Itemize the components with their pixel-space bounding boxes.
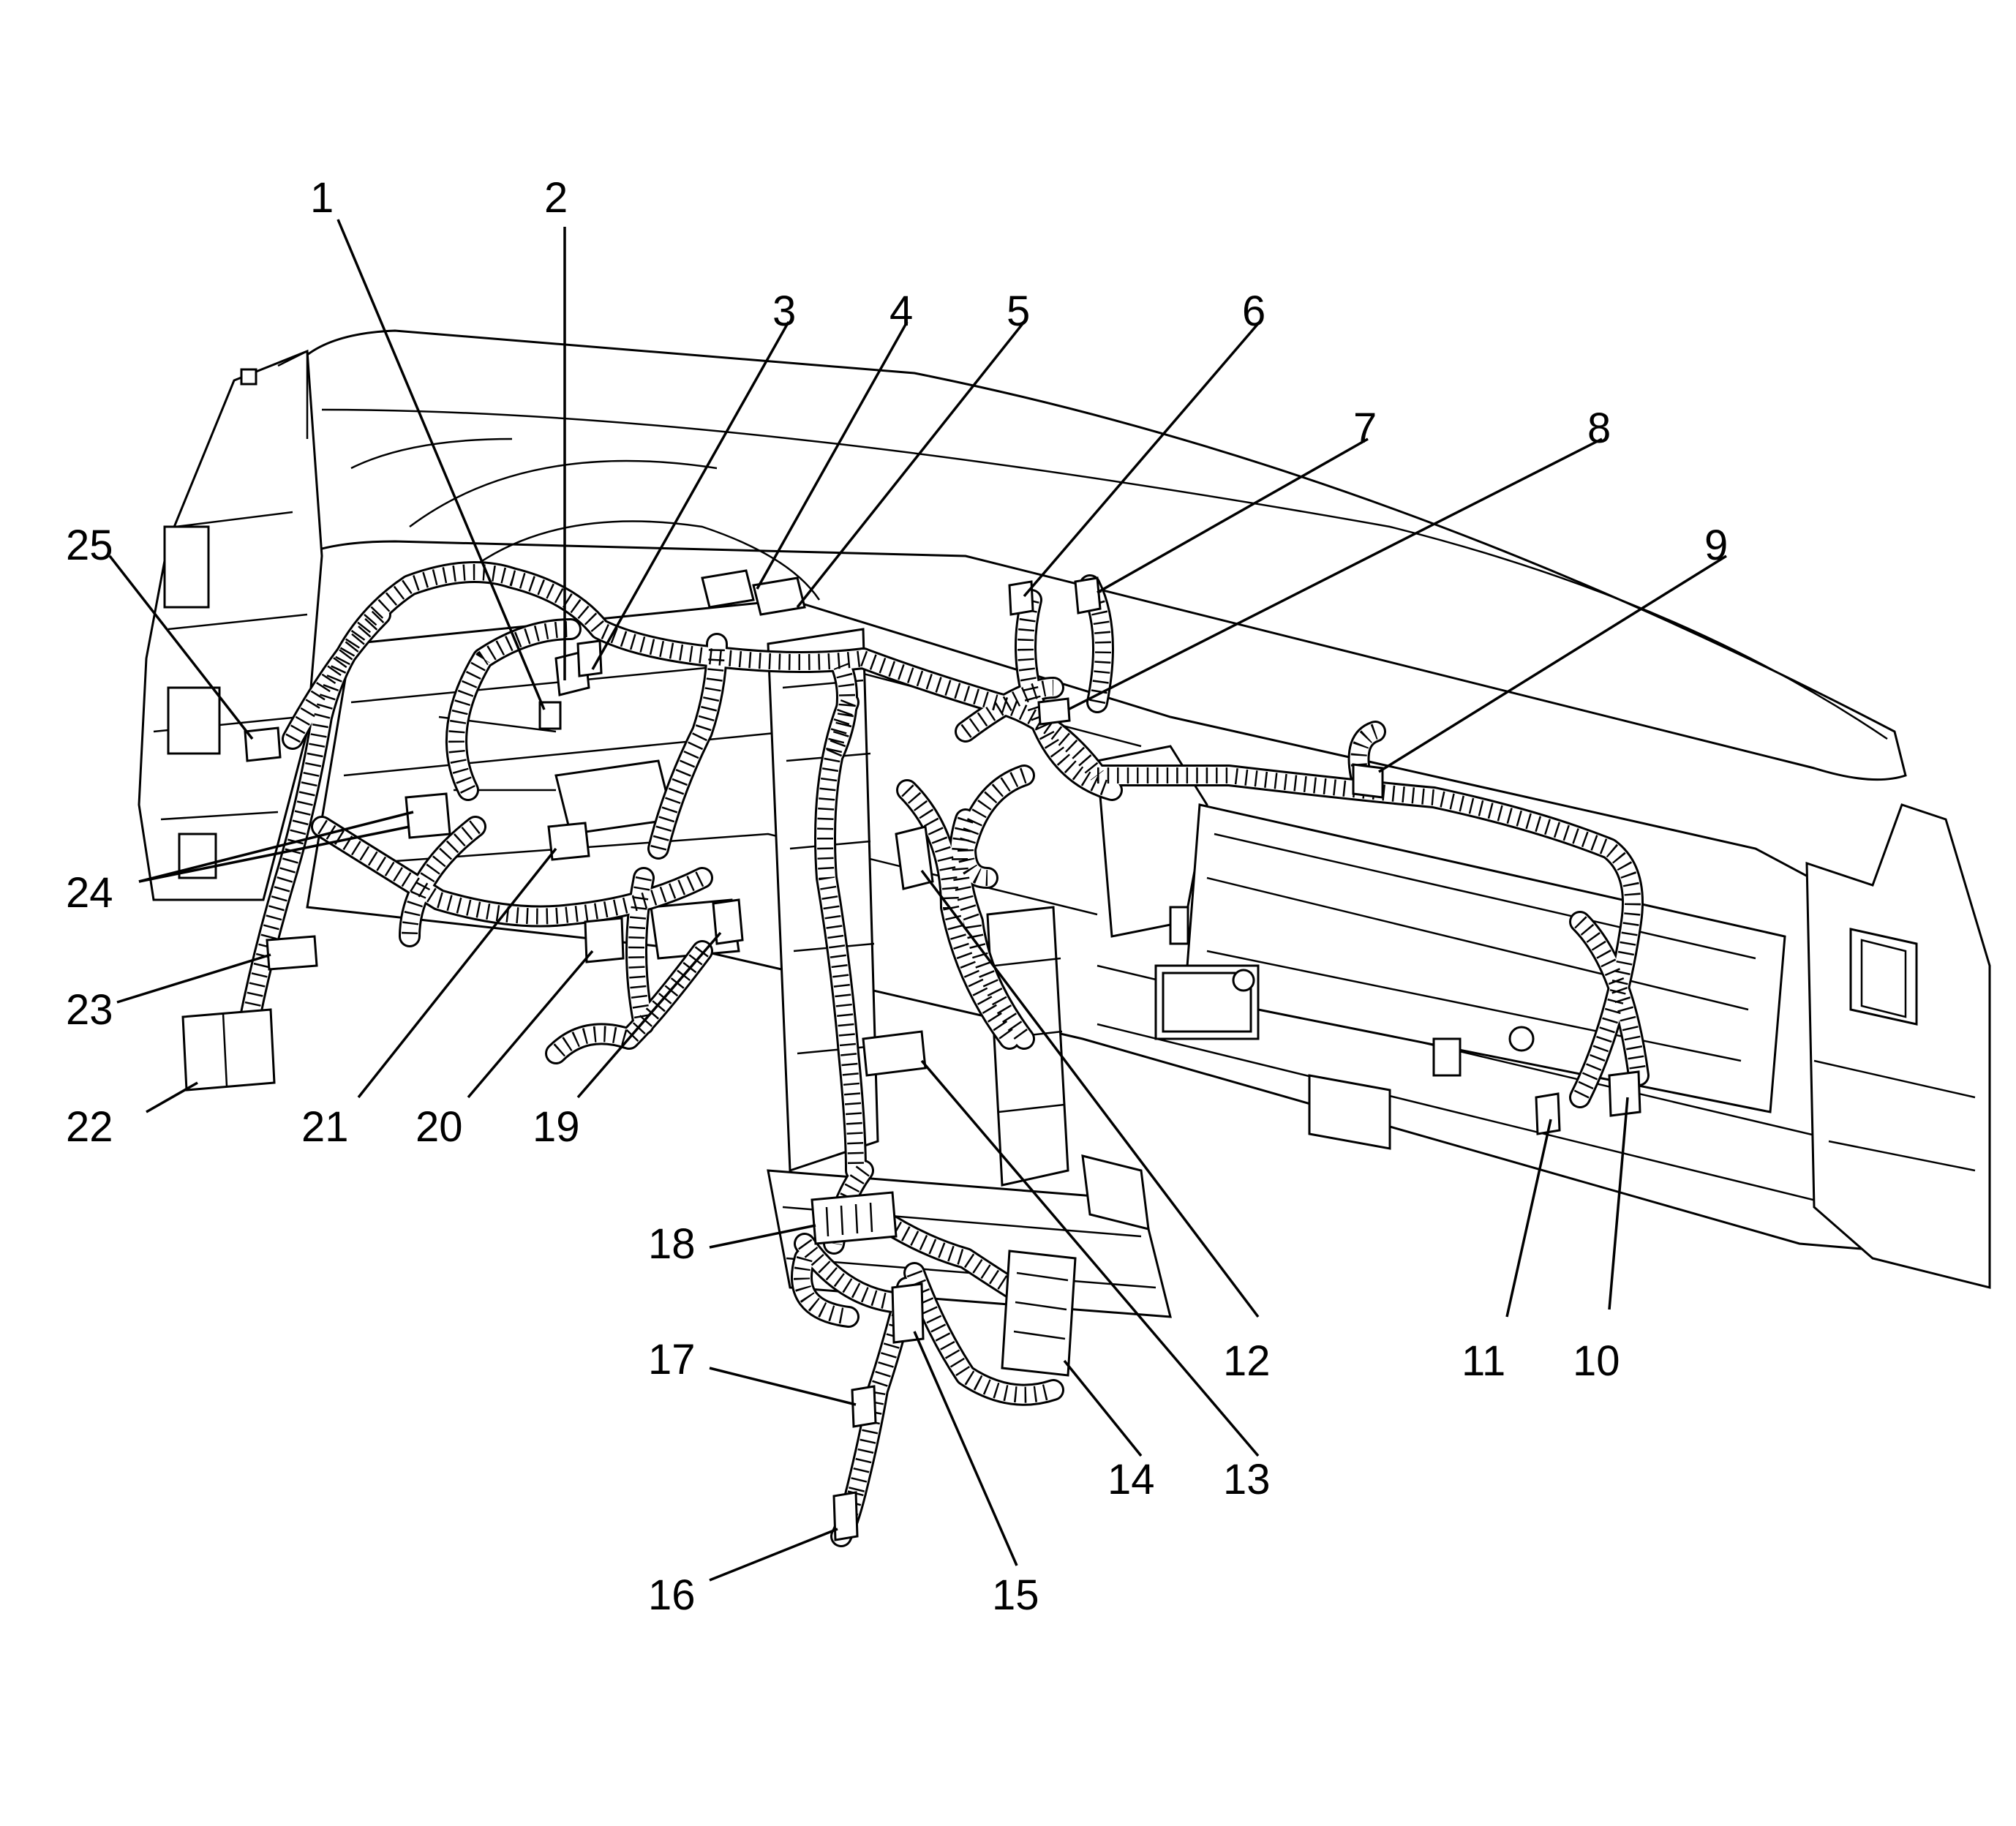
leader-3 bbox=[591, 321, 790, 670]
leader-18 bbox=[709, 1224, 816, 1249]
leader-13 bbox=[920, 1059, 1260, 1457]
leader-20 bbox=[467, 950, 594, 1099]
harness-segment-5 bbox=[317, 819, 706, 925]
leader-24b bbox=[138, 825, 410, 883]
harness-segment-13 bbox=[960, 680, 1054, 738]
connector-17 bbox=[851, 1385, 877, 1428]
leader-23 bbox=[116, 953, 271, 1004]
connector-16 bbox=[832, 1491, 859, 1541]
callout-21: 21 bbox=[301, 1103, 349, 1151]
harness-segment-19 bbox=[957, 767, 1033, 887]
harness-segment-23 bbox=[794, 1255, 850, 1325]
callout-17: 17 bbox=[648, 1336, 696, 1383]
leader-11 bbox=[1505, 1119, 1552, 1318]
callout-12: 12 bbox=[1223, 1337, 1271, 1385]
radio-module-14 bbox=[1001, 1250, 1077, 1377]
leader-21 bbox=[357, 847, 557, 1099]
callout-16: 16 bbox=[648, 1571, 696, 1619]
connector-9 bbox=[1352, 763, 1384, 799]
leader-9 bbox=[1378, 555, 1727, 773]
leader-10 bbox=[1608, 1097, 1629, 1310]
leader-24a bbox=[138, 811, 414, 883]
callout-23: 23 bbox=[66, 986, 113, 1034]
callout-9: 9 bbox=[1704, 522, 1728, 569]
leader-19 bbox=[576, 931, 722, 1099]
callout-7: 7 bbox=[1353, 405, 1377, 452]
callout-18: 18 bbox=[648, 1220, 696, 1268]
harness-segment-6 bbox=[650, 635, 726, 857]
callout-20: 20 bbox=[415, 1103, 463, 1151]
connector-4 bbox=[701, 569, 755, 609]
callout-22: 22 bbox=[66, 1103, 113, 1151]
harness-segment-3 bbox=[448, 620, 579, 799]
leader-16 bbox=[709, 1528, 838, 1582]
callout-3: 3 bbox=[772, 288, 796, 335]
harness-segment-8 bbox=[628, 869, 652, 1033]
connector-23 bbox=[266, 935, 318, 971]
leader-7 bbox=[1097, 437, 1369, 594]
leader-22 bbox=[146, 1081, 198, 1113]
callout-6: 6 bbox=[1242, 288, 1265, 335]
callout-1: 1 bbox=[310, 174, 334, 222]
harness-segment-22 bbox=[796, 1235, 901, 1311]
callout-14: 14 bbox=[1107, 1456, 1155, 1503]
harness-segment-11 bbox=[901, 784, 1016, 1044]
connectors bbox=[181, 569, 1641, 1541]
connector-6 bbox=[1008, 580, 1034, 616]
harness-segment-16 bbox=[1088, 766, 1641, 1106]
connector-25 bbox=[244, 726, 282, 762]
callout-5: 5 bbox=[1007, 288, 1030, 335]
leader-14 bbox=[1063, 1359, 1143, 1457]
leader-6 bbox=[1023, 320, 1261, 598]
connector-15 bbox=[891, 1282, 925, 1344]
leader-4 bbox=[756, 321, 909, 590]
callout-11: 11 bbox=[1462, 1337, 1505, 1385]
leader-12 bbox=[920, 869, 1260, 1318]
leader-lines bbox=[108, 219, 1727, 1582]
harness-segment-27 bbox=[826, 662, 855, 757]
leader-1 bbox=[336, 219, 546, 710]
connector-10 bbox=[1608, 1070, 1641, 1117]
callout-25: 25 bbox=[66, 522, 113, 569]
connector-8 bbox=[1037, 697, 1071, 726]
harness-segment-1 bbox=[241, 564, 865, 1026]
connector-7 bbox=[1074, 576, 1102, 615]
harness-segment-9 bbox=[816, 694, 865, 1179]
leader-5 bbox=[796, 320, 1026, 609]
connector-11 bbox=[1535, 1092, 1561, 1135]
callout-13: 13 bbox=[1223, 1456, 1271, 1503]
connector-block-18 bbox=[810, 1191, 898, 1245]
connector-20 bbox=[584, 917, 625, 963]
connector-3 bbox=[576, 639, 603, 677]
leader-15 bbox=[913, 1331, 1018, 1566]
callout-4: 4 bbox=[889, 288, 913, 335]
harness-segment-24 bbox=[906, 1270, 1056, 1403]
callout-8: 8 bbox=[1587, 405, 1611, 452]
callout-2: 2 bbox=[544, 174, 568, 222]
leader-17 bbox=[709, 1367, 857, 1406]
connector-24 bbox=[405, 792, 451, 839]
callout-10: 10 bbox=[1573, 1337, 1620, 1385]
leader-8 bbox=[1067, 437, 1603, 711]
callout-24: 24 bbox=[66, 869, 113, 917]
harness-segment-12 bbox=[952, 816, 1031, 1044]
connector-5 bbox=[752, 576, 806, 616]
leader-25 bbox=[108, 555, 254, 740]
connector-21 bbox=[547, 822, 590, 861]
connector-13 bbox=[862, 1030, 927, 1077]
fuse-block-22 bbox=[181, 1008, 276, 1092]
callout-19: 19 bbox=[533, 1103, 580, 1151]
callout-15: 15 bbox=[992, 1571, 1039, 1619]
harness-segment-4 bbox=[402, 820, 481, 937]
callout-labels: 1 2 3 4 5 6 7 8 9 10 11 12 13 14 15 16 1… bbox=[66, 174, 1728, 1619]
harness-segment-8 bbox=[628, 876, 652, 1026]
